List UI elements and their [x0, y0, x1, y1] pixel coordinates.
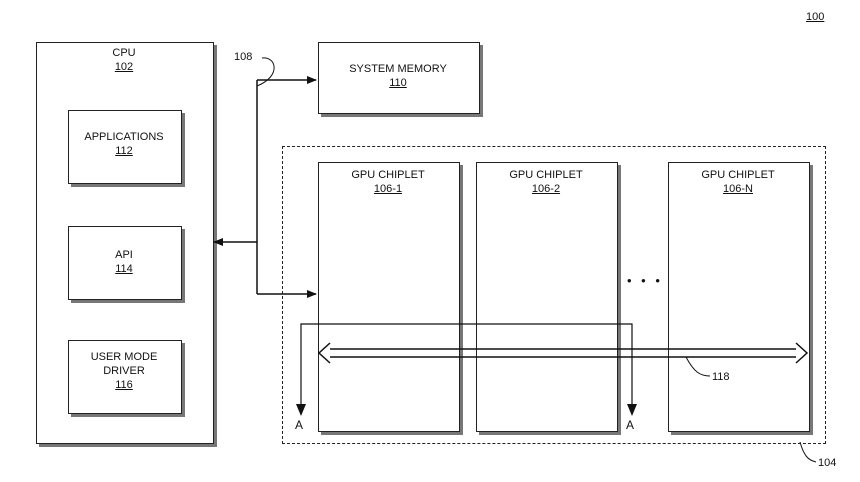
gpu-group-ref: 104 [818, 456, 836, 470]
bus-ref: 108 [234, 50, 252, 64]
section-marker-left: A [295, 418, 303, 432]
section-marker-right: A [626, 418, 634, 432]
crosslink-ref: 118 [712, 370, 730, 384]
bus-ref-leader [257, 58, 274, 86]
section-arrow-left [296, 404, 306, 416]
chiplet-ellipsis: • • • [627, 274, 663, 288]
section-line [301, 324, 632, 414]
section-arrow-right [627, 404, 637, 416]
crosslink-ref-leader [686, 357, 710, 376]
crosslink-bar [319, 343, 807, 363]
figure-ref: 100 [806, 10, 824, 24]
gpu-group-ref-leader [800, 442, 816, 462]
